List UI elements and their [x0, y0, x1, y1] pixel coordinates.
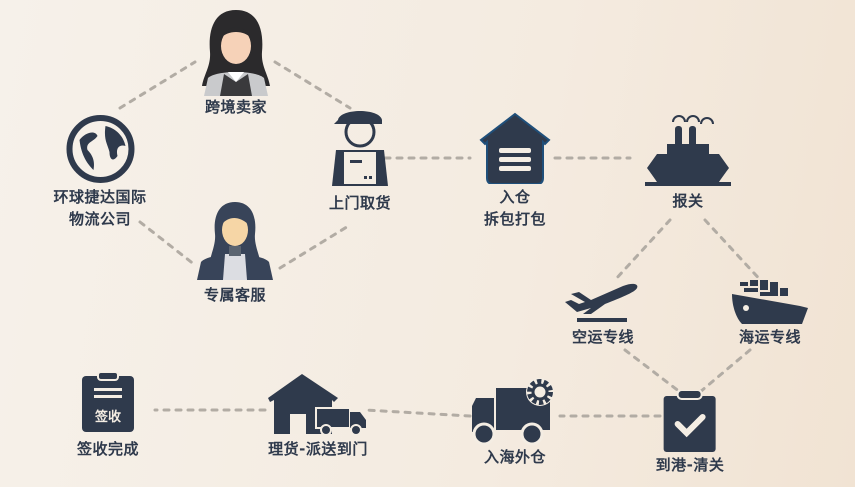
warehouse-label-line1: 入仓	[499, 188, 531, 206]
clipboard-check-icon	[663, 390, 716, 452]
delivery-label: 理货-派送到门	[268, 440, 368, 458]
node-seller: 跨境卖家	[196, 8, 276, 118]
house-truck-icon	[268, 374, 366, 436]
node-pickup: 上门取货	[329, 106, 391, 214]
female-seller-avatar	[202, 10, 270, 96]
signed-label: 签收完成	[76, 440, 140, 458]
connector	[698, 348, 752, 394]
pickup-label: 上门取货	[328, 194, 392, 212]
clipboard-sign-text: 签收	[94, 410, 121, 425]
customer-service-avatar	[197, 202, 273, 280]
ship-icon	[645, 115, 731, 186]
company-label-line2: 物流公司	[68, 210, 132, 228]
connector	[363, 408, 472, 418]
connector	[703, 218, 767, 287]
node-overseas: 入海外仓	[470, 376, 560, 468]
connector	[118, 60, 197, 110]
node-company: 环球捷达国际 物流公司	[53, 114, 146, 230]
connector	[623, 348, 682, 394]
connector	[613, 218, 672, 282]
globe-icon	[65, 115, 134, 183]
courier-icon	[331, 111, 388, 186]
airplane-icon	[565, 283, 638, 322]
node-clearance: 到港-清关	[656, 390, 725, 476]
cargo-ship-icon	[732, 280, 808, 324]
clearance-label: 到港-清关	[655, 456, 725, 474]
node-signed: 签收 签收完成	[77, 372, 139, 460]
connector	[278, 223, 352, 270]
node-service: 专属客服	[195, 200, 275, 306]
service-label: 专属客服	[203, 286, 266, 304]
customs-label: 报关	[672, 192, 704, 210]
sea-label: 海运专线	[738, 328, 801, 346]
clipboard-sign-icon: 签收	[80, 372, 136, 432]
warehouse-label-line2: 拆包打包	[483, 210, 546, 228]
connector	[138, 220, 197, 267]
node-warehouse: 入仓 拆包打包	[479, 112, 551, 230]
node-air: 空运专线	[565, 280, 641, 348]
air-label: 空运专线	[571, 328, 634, 346]
truck-gear-icon	[472, 378, 554, 446]
overseas-label: 入海外仓	[483, 448, 546, 466]
seller-label: 跨境卖家	[204, 98, 267, 116]
node-customs: 报关	[643, 112, 733, 212]
connector	[273, 60, 352, 110]
node-delivery: 理货-派送到门	[268, 372, 368, 460]
warehouse-icon	[479, 112, 551, 184]
node-sea: 海运专线	[730, 278, 810, 348]
company-label-line1: 环球捷达国际	[53, 188, 147, 206]
